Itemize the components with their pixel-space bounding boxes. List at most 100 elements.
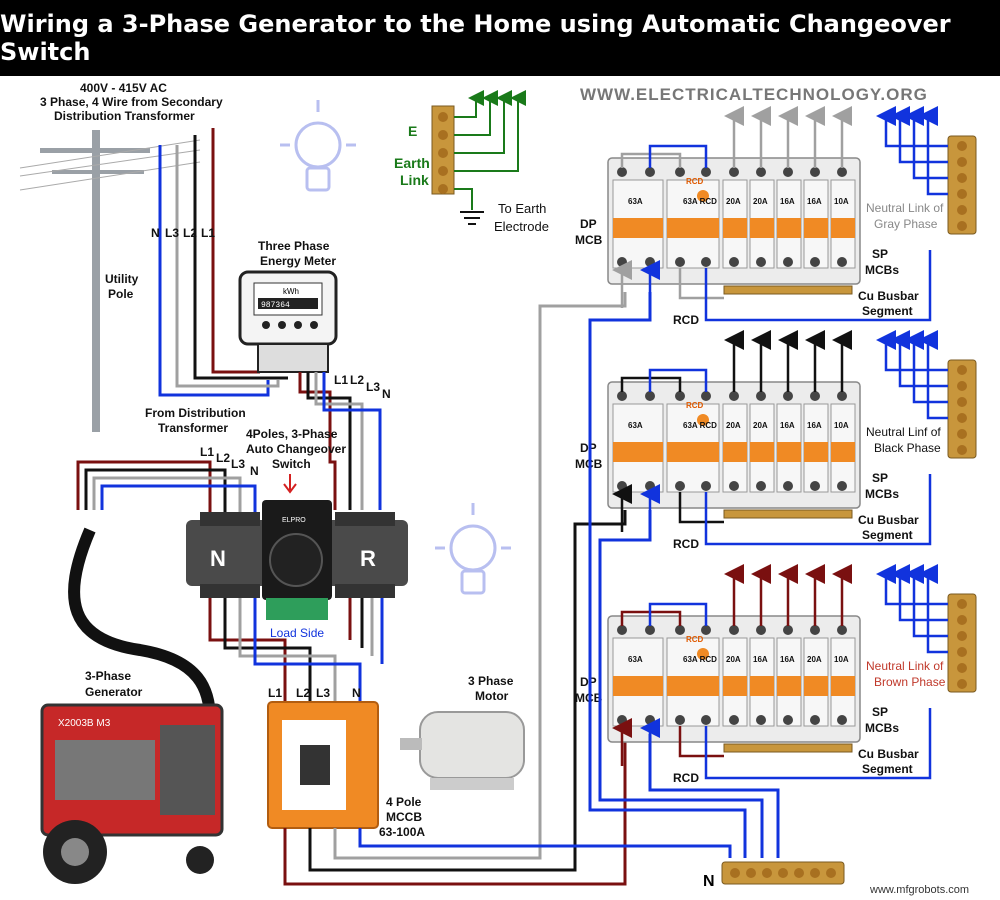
- generator-model: X2003B M3: [58, 718, 111, 729]
- meter-out-l3: L3: [366, 380, 380, 394]
- rating-label: 16A: [807, 421, 822, 430]
- neutral-output-arrow: [904, 330, 948, 404]
- earth-wires: [454, 90, 526, 210]
- neutral-output-arrow: [876, 106, 948, 148]
- neutral-link-label: Neutral Link of: [866, 201, 944, 215]
- rating-label: 20A: [753, 421, 768, 430]
- rating-label: 20A: [726, 655, 741, 664]
- neutral-link-label: Neutral Link of: [866, 659, 944, 673]
- pole-wire-l1: L1: [201, 226, 215, 240]
- sp-label: SP: [872, 471, 888, 485]
- mccb: [267, 701, 379, 829]
- rating-label: 20A: [807, 655, 822, 664]
- generator-label-1: 3-Phase: [85, 669, 131, 683]
- motor: [400, 711, 525, 790]
- generator: [40, 703, 224, 884]
- busbar-label: Cu Busbar: [858, 747, 919, 761]
- earth-e-label: E: [408, 123, 417, 139]
- gen-in-n: N: [250, 464, 259, 478]
- dp-label: DP: [580, 441, 597, 455]
- gen-in-l1: L1: [200, 445, 214, 459]
- mccb-l2: L2: [296, 686, 310, 700]
- neutral-bus-screws: [730, 868, 836, 878]
- mccb-label-2: MCCB: [386, 810, 422, 824]
- rating-label: 20A: [753, 197, 768, 206]
- bus-screw: [778, 868, 788, 878]
- bus-screw: [730, 868, 740, 878]
- distribution-board-3: [607, 564, 977, 780]
- rcd-tag-label: RCD: [686, 177, 704, 186]
- earth-to-2: Electrode: [494, 219, 549, 234]
- supply-type: 3 Phase, 4 Wire from Secondary: [40, 95, 223, 109]
- pole-label-2: Pole: [108, 287, 134, 301]
- sp-label: SP: [872, 247, 888, 261]
- segment-label: Segment: [862, 762, 913, 776]
- rating-label: 20A: [726, 421, 741, 430]
- arrow-down-icon: [283, 474, 297, 494]
- segment-label: Segment: [862, 304, 913, 318]
- distribution-board-2: [607, 330, 977, 546]
- mcb-label: MCB: [575, 233, 603, 247]
- rcd-tag-label: RCD: [686, 401, 704, 410]
- neutral-output-arrow: [918, 330, 948, 420]
- generator-label-2: Generator: [85, 685, 143, 699]
- neutral-output-arrow: [890, 564, 948, 622]
- bus-screw: [794, 868, 804, 878]
- mccb-label-1: 4 Pole: [386, 795, 422, 809]
- from-transformer-2: Transformer: [158, 421, 228, 435]
- rcd-label: RCD: [673, 537, 699, 551]
- ats-label-2: Auto Changeover: [246, 442, 346, 456]
- mcbs-label: MCBs: [865, 487, 899, 501]
- neutral-output-arrow: [890, 330, 948, 388]
- bus-screw: [746, 868, 756, 878]
- ats-load-side: Load Side: [270, 626, 324, 640]
- neutral-output-arrow: [918, 106, 948, 196]
- rating-label: 63A RCD: [683, 421, 717, 430]
- lightbulb-icon: [435, 503, 511, 595]
- website-label: WWW.ELECTRICALTECHNOLOGY.ORG: [580, 85, 928, 104]
- rcd-label: RCD: [673, 771, 699, 785]
- earth-link-bar: [431, 105, 455, 195]
- meter-unit: kWh: [283, 287, 299, 296]
- meter-output-wires: [298, 372, 382, 510]
- bus-screw: [810, 868, 820, 878]
- pole-wire-l3: L3: [165, 226, 179, 240]
- supply-voltage: 400V - 415V AC: [80, 81, 167, 95]
- neutral-return-wires: [588, 292, 780, 858]
- neutral-phase-label: Brown Phase: [874, 675, 946, 689]
- mccb-l1: L1: [268, 686, 282, 700]
- dp-label: DP: [580, 675, 597, 689]
- rating-label: 16A: [780, 655, 795, 664]
- meter-label-1: Three Phase: [258, 239, 330, 253]
- motor-label-2: Motor: [475, 689, 509, 703]
- pole-label-1: Utility: [105, 272, 139, 286]
- rating-label: 63A: [628, 421, 643, 430]
- from-transformer-1: From Distribution: [145, 406, 246, 420]
- earth-link-label-2: Link: [400, 172, 429, 188]
- rating-label: 16A: [780, 421, 795, 430]
- neutral-output-arrow: [918, 564, 948, 654]
- rating-label: 16A: [807, 197, 822, 206]
- watermark: www.mfgrobots.com: [869, 884, 969, 896]
- rating-label: 16A: [753, 655, 768, 664]
- earth-to-1: To Earth: [498, 201, 546, 216]
- distribution-board-1: [607, 106, 977, 322]
- rating-label: 10A: [834, 655, 849, 664]
- gen-in-l3: L3: [231, 457, 245, 471]
- neutral-phase-label: Black Phase: [874, 441, 941, 455]
- pole-wire-n: N: [151, 226, 160, 240]
- rating-label: 10A: [834, 421, 849, 430]
- dp-label: DP: [580, 217, 597, 231]
- ats-output-wires: [208, 598, 384, 710]
- neutral-link-label: Neutral Linf of: [866, 425, 941, 439]
- wiring-diagram: WWW.ELECTRICALTECHNOLOGY.ORG Utility Pol…: [19, 81, 977, 896]
- ats-brand: ELPRO: [282, 517, 306, 524]
- distribution-boards: 63A 63A RCD 20A 20A 16A 16A 10A RCD DP MCB RCD SP MC…: [575, 106, 977, 785]
- rating-label: 16A: [780, 197, 795, 206]
- rcd-tag-label: RCD: [686, 635, 704, 644]
- mccb-l3: L3: [316, 686, 330, 700]
- neutral-output-arrow: [904, 106, 948, 180]
- pole-wire-l2: L2: [183, 226, 197, 240]
- utility-pole: [19, 130, 201, 432]
- neutral-output-arrow: [904, 564, 948, 638]
